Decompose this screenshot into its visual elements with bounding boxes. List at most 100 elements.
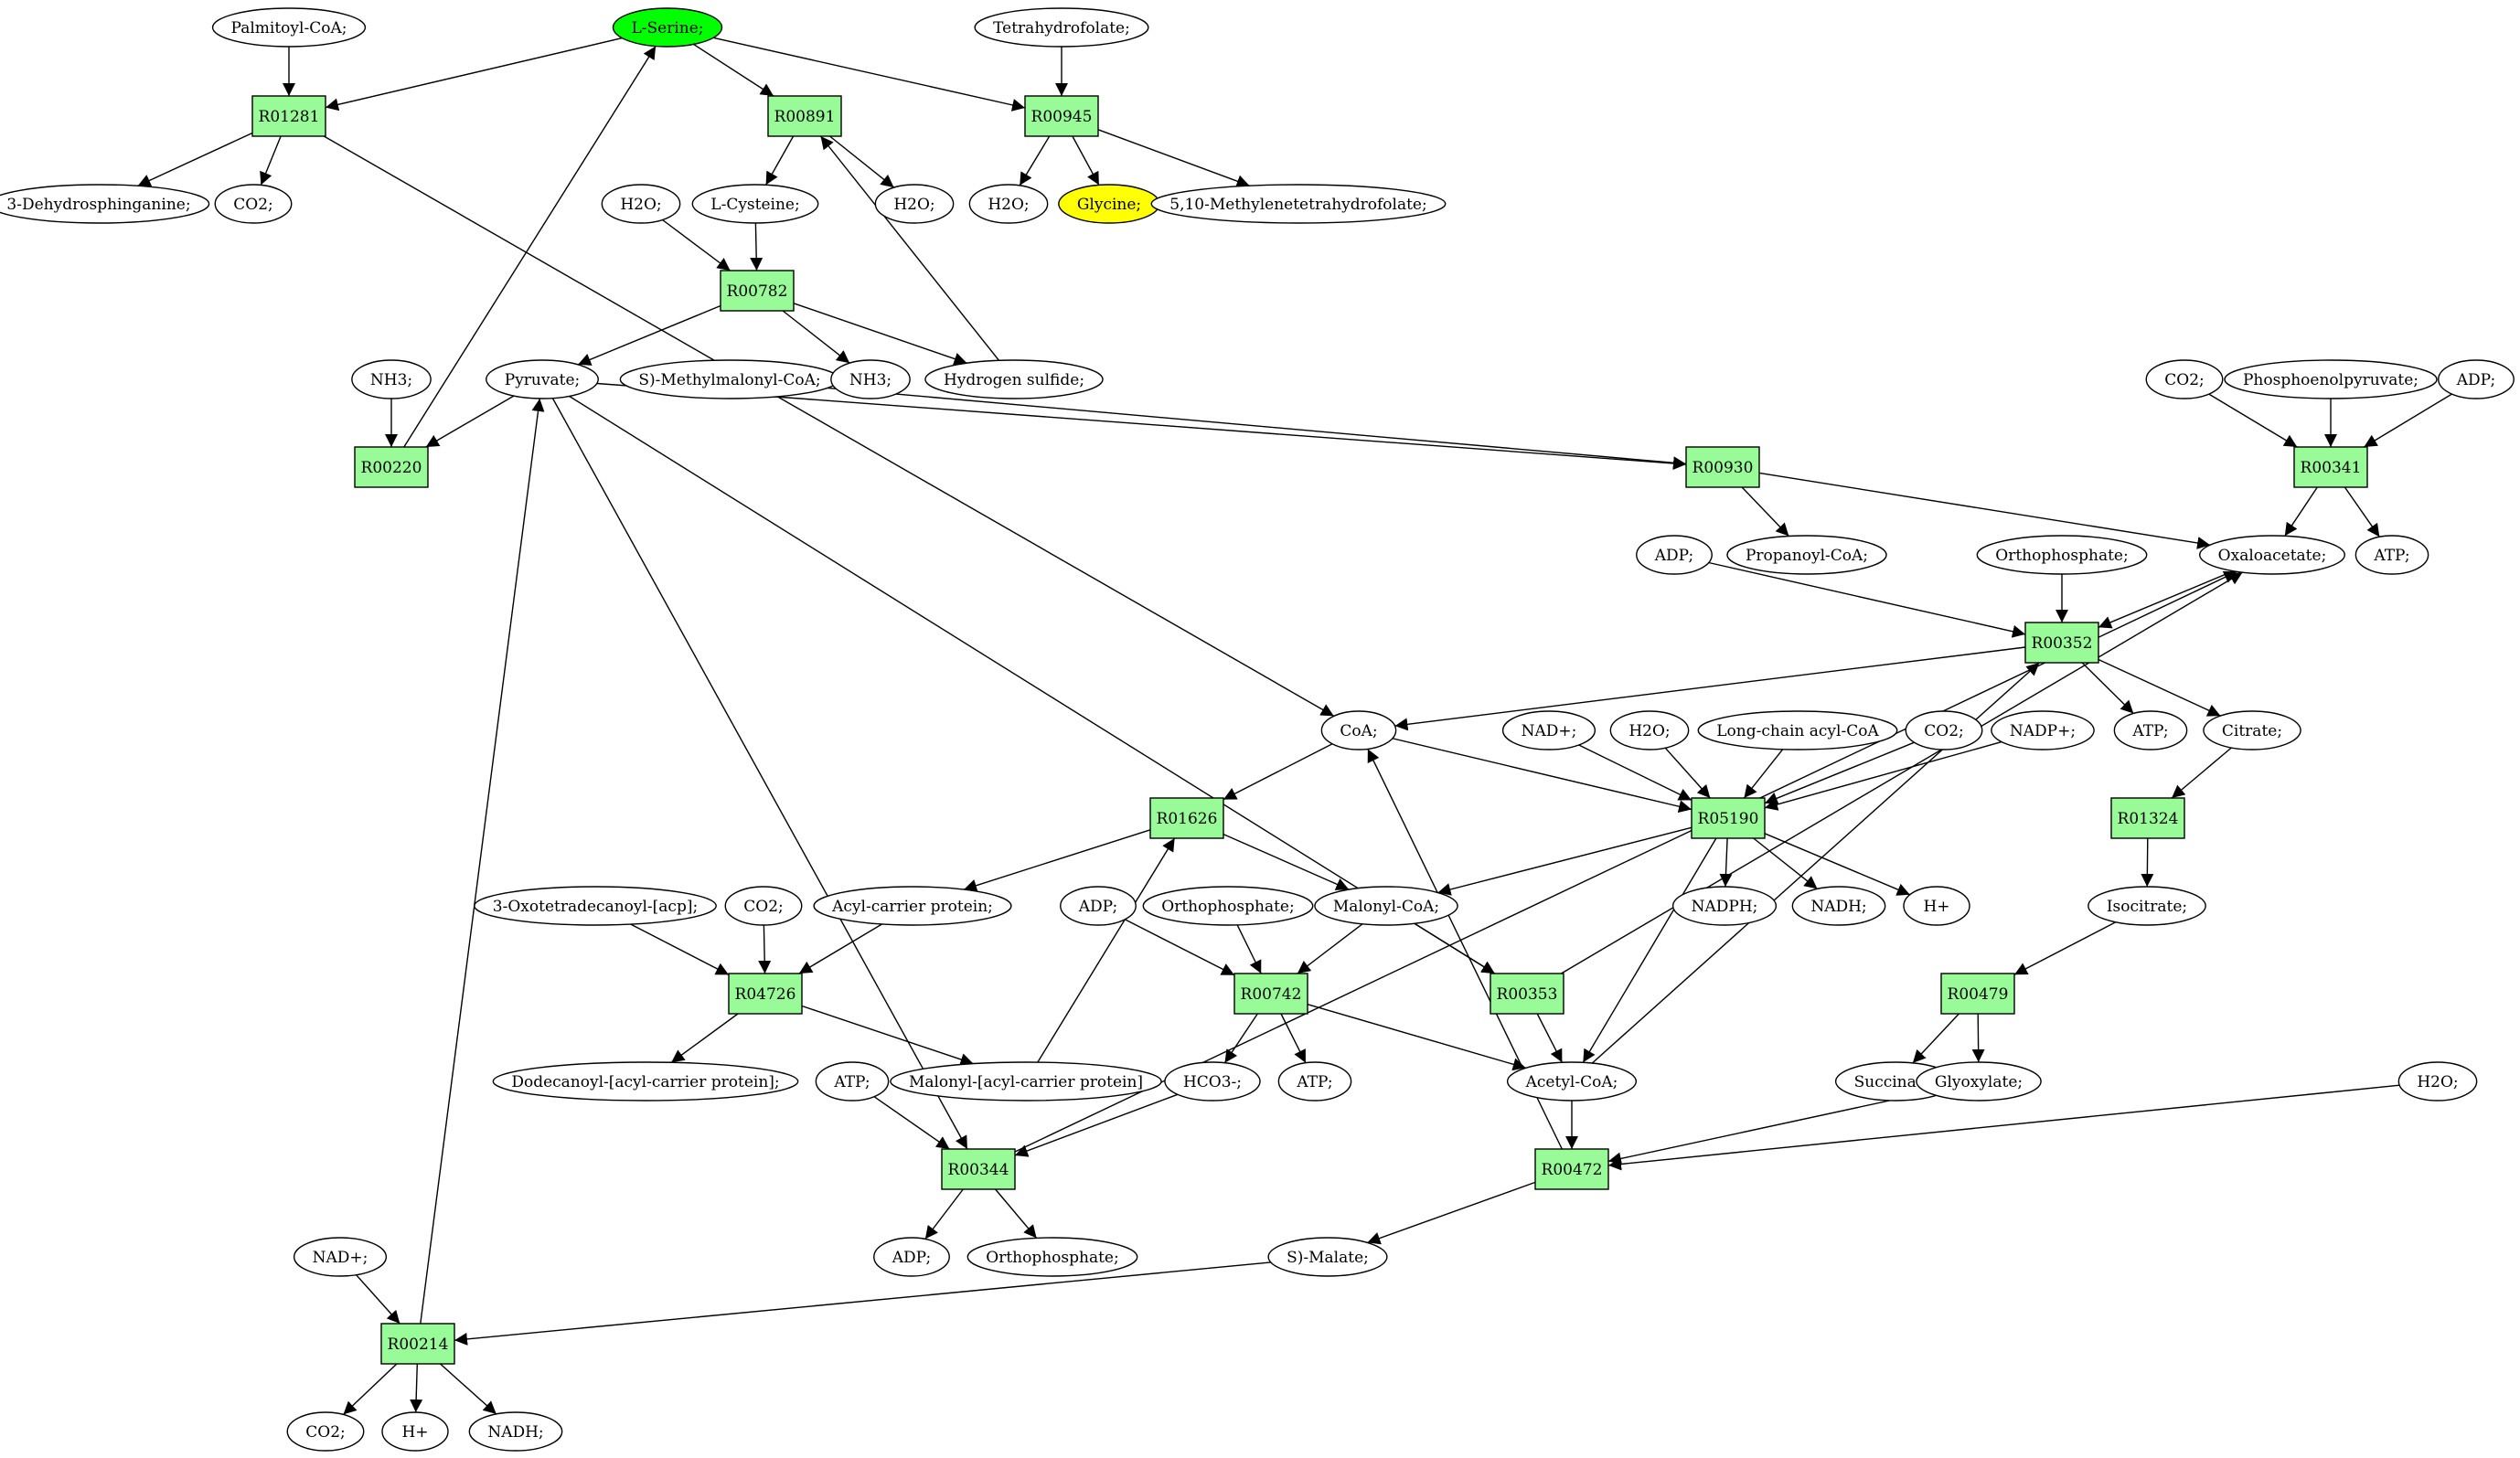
compound-ellipse [1976,535,2148,575]
compound-node-c-hco3: HCO3-; [1164,1061,1261,1101]
node-label: R01626 [1157,810,1218,828]
compound-ellipse [815,1061,890,1101]
compound-ellipse [2397,1061,2478,1101]
compound-node-c-glyoxylate: Glyoxylate; [1916,1061,2042,1101]
edge-c-adp-b-to-r-r00352 [1708,561,2026,638]
edge-c-smethylmalonyl-to-r-r00930 [827,387,1687,470]
reaction-node-r-r00930: R00930 [1685,446,1760,488]
compound-node-c-co2-e: CO2; [286,1411,365,1452]
compound-node-c-nadph: NADPH; [1671,886,1778,926]
reaction-node-r-r00479: R00479 [1940,973,2015,1015]
edge-c-longchain-to-r-r05190 [1743,749,1784,799]
compound-node-c-dodecanoyl: Dodecanoyl-[acyl-carrier protein]; [492,1061,799,1101]
edge-c-atp-c-to-r-r00344 [873,1096,950,1150]
edge-r-r00945-to-c-glycine [1072,135,1100,186]
compound-node-c-acp: Acyl-carrier protein; [813,886,1012,926]
compound-node-c-co2-b: CO2; [2145,359,2224,399]
edge-r-r00742-to-c-atp-d [1280,1013,1307,1064]
compound-ellipse [1636,535,1713,575]
node-label: R01324 [2118,810,2179,828]
compound-node-c-atp-d: ATP; [1277,1061,1352,1101]
compound-node-c-h2o-b: H2O; [874,184,955,224]
compound-node-c-thf: Tetrahydrofolate; [974,7,1149,48]
compound-ellipse [924,359,1104,399]
node-label: ADP; [2456,371,2495,389]
compound-node-c-3oxo: 3-Oxotetradecanoyl-[acp]; [474,886,717,926]
node-label: HCO3-; [1183,1073,1242,1091]
edge-r-r01281-to-c-3dehydro [137,132,253,187]
compound-node-c-h2o-e: H2O; [1609,710,1690,750]
edge-r-r00891-to-c-h2o-b [829,135,895,188]
compound-node-c-adp-b: ADP; [1636,535,1713,575]
compound-ellipse [968,184,1049,224]
node-label: Oxaloacetate; [2218,547,2327,565]
node-label: R05190 [1698,810,1759,828]
node-label: Tetrahydrofolate; [993,19,1130,37]
edge-c-nad-b-to-r-r00214 [356,1274,400,1325]
edge-r-r05190-to-c-hplus-a [1764,833,1911,896]
compound-ellipse [2354,535,2429,575]
node-label: S)-Malate; [1287,1249,1369,1267]
reaction-box [728,973,803,1015]
compound-node-c-glycine: Glycine; [1058,184,1160,224]
node-label: Succinate; [1854,1073,1938,1091]
compound-ellipse [286,1411,365,1452]
node-label: NAD+; [313,1249,368,1267]
node-label: Malonyl-[acyl-carrier protein] [909,1073,1143,1091]
reaction-node-r-r00945: R00945 [1024,95,1099,137]
compound-ellipse [966,1237,1138,1277]
compound-ellipse [1671,886,1778,926]
compound-node-c-malonylcoa: Malonyl-CoA; [1314,886,1458,926]
node-label: Hydrogen sulfide; [944,371,1084,389]
compound-ellipse [381,1411,449,1452]
edge-c-nadp-to-r-r05190 [1764,740,2002,811]
compound-ellipse [1791,886,1886,926]
edge-c-adp-a-to-r-r00341 [2364,393,2452,448]
reaction-node-r-r00214: R00214 [380,1323,455,1365]
node-label: Malonyl-CoA; [1333,898,1439,916]
compound-ellipse [293,1237,388,1277]
node-label: NAD+; [1522,722,1577,740]
compound-ellipse [474,886,717,926]
compound-node-c-co2-d: CO2; [724,886,803,926]
node-label: 3-Oxotetradecanoyl-[acp]; [493,898,698,916]
node-label: H2O; [893,196,934,214]
node-label: R00782 [727,282,788,301]
node-label: R00930 [1692,459,1754,477]
edge-r-r00782-to-c-h2s [793,303,967,366]
node-label: R00341 [2301,459,2362,477]
node-label: R00472 [1542,1161,1603,1179]
edge-r-r04726-to-c-dodecanoyl [670,1013,739,1063]
compound-ellipse [1916,1061,2042,1101]
edge-c-pyruvate-to-r-r00220 [425,395,515,448]
edge-r-r01626-to-c-malonylcoa [1223,833,1350,890]
compound-node-c-h2s: Hydrogen sulfide; [924,359,1104,399]
compound-ellipse [2198,535,2346,575]
node-label: R01281 [259,108,320,126]
compound-ellipse [1320,710,1397,750]
compound-ellipse [1501,710,1596,750]
compound-node-c-smethylmalonyl: S)-Methylmalonyl-CoA; [619,359,840,399]
edge-c-oxaloacetate-to-r-r00352 [2098,570,2234,629]
edge-c-adp-c-to-r-r00742 [1124,919,1235,976]
edge-c-pyruvate-to-r-r00344 [551,398,968,1150]
node-label: Acetyl-CoA; [1525,1073,1618,1091]
compound-node-c-palmitoyl: Palmitoyl-CoA; [211,7,367,48]
node-label: ADP; [1078,898,1117,916]
edge-c-pyruvate-to-r-r00353 [569,395,1496,974]
node-label: ADP; [1654,547,1693,565]
reaction-box [2024,622,2099,664]
compound-ellipse [873,1237,950,1277]
node-label: ADP; [892,1249,931,1267]
node-label: NADP+; [2010,722,2076,740]
compound-node-c-atp-a: ATP; [2354,535,2429,575]
reaction-node-r-r00352: R00352 [2024,622,2099,664]
node-label: R00353 [1497,985,1558,1004]
reaction-node-r-r01281: R01281 [251,95,326,137]
edge-c-smalate-to-r-r00214 [454,1261,1271,1346]
compound-node-c-methylenethf: 5,10-Methylenetetrahydrofolate; [1150,184,1447,224]
compound-node-c-nad-a: NAD+; [1501,710,1596,750]
edge-c-hco3-to-r-r00344 [1014,1093,1179,1157]
edge-c-co2-c-to-r-r05190 [1764,741,1915,804]
reaction-node-r-r00472: R00472 [1534,1148,1609,1190]
